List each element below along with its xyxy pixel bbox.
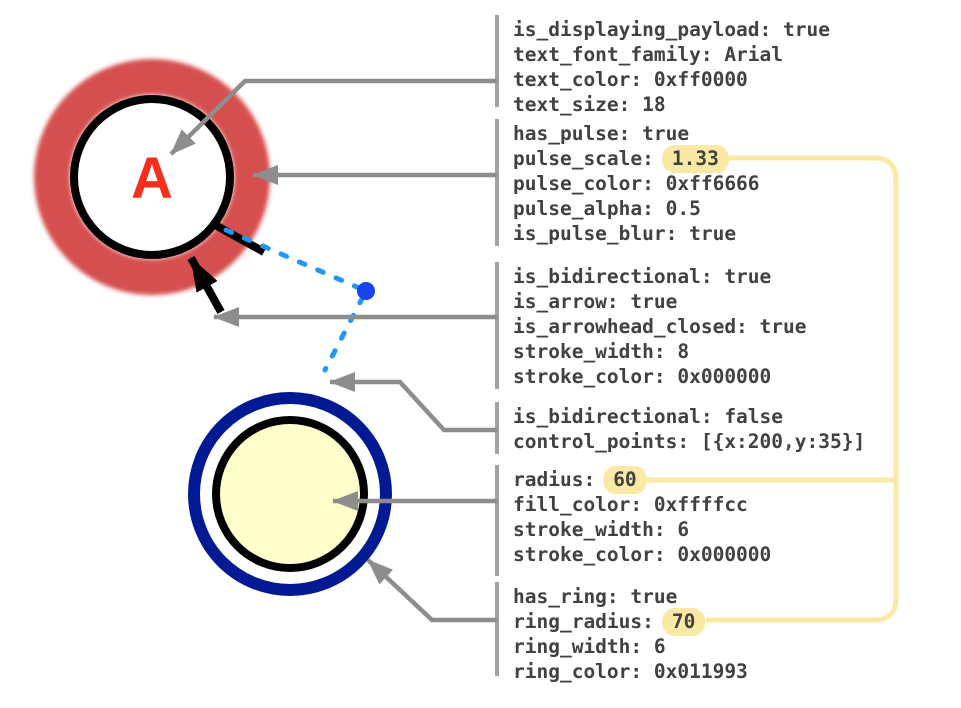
property-line: text_font_family: Arial (513, 43, 784, 66)
property-line: stroke_width: 6 (513, 518, 690, 541)
callout-bar-5 (495, 465, 499, 576)
node-b-circle (212, 416, 368, 572)
highlight-pill-radius: 60 (603, 465, 647, 494)
property-line: stroke_color: 0x000000 (513, 543, 772, 566)
node-a-label: A (131, 146, 173, 211)
highlight-pill-pulse-scale: 1.33 (661, 144, 729, 173)
property-line: text_color: 0xff0000 (513, 68, 748, 91)
property-line: pulse_alpha: 0.5 (513, 197, 701, 220)
property-line: ring_width: 6 (513, 635, 666, 658)
property-line: fill_color: 0xffffcc (513, 493, 748, 516)
property-line: has_pulse: true (513, 122, 690, 145)
callout-control-props: is_bidirectional: false control_points: … (513, 404, 865, 454)
callout-edge-props: is_bidirectional: true is_arrow: true is… (513, 264, 807, 389)
property-line: has_ring: true (513, 585, 678, 608)
property-key: ring_radius: (513, 610, 654, 633)
property-line: radius: 60 (513, 465, 771, 494)
callout-ring-props: has_ring: true ring_radius: 70 ring_widt… (513, 584, 748, 684)
property-line: pulse_color: 0xff6666 (513, 172, 760, 195)
callout-bar-3 (495, 262, 499, 389)
callout-pulse-props: has_pulse: true pulse_scale: 1.33 pulse_… (513, 121, 760, 246)
callout-bar-6 (495, 582, 499, 676)
edge-arrowhead-line (187, 256, 225, 314)
property-line: ring_color: 0x011993 (513, 660, 748, 683)
callout-bar-1 (495, 15, 499, 107)
property-key: pulse_scale: (513, 147, 654, 170)
leader-ring-props (366, 558, 497, 623)
control-polyline (223, 227, 370, 373)
control-point-dot (357, 282, 375, 300)
property-line: stroke_width: 8 (513, 340, 690, 363)
property-line: ring_radius: 70 (513, 607, 748, 636)
callout-node-props: radius: 60 fill_color: 0xffffcc stroke_w… (513, 465, 772, 567)
highlight-pill-ring-radius: 70 (661, 607, 706, 636)
property-key: radius: (513, 468, 596, 491)
property-line: stroke_color: 0x000000 (513, 365, 772, 388)
callout-text-props: is_displaying_payload: true text_font_fa… (513, 17, 830, 117)
property-line: is_bidirectional: true (513, 265, 772, 288)
leader-text-props (169, 78, 497, 156)
property-line: is_arrow: true (513, 290, 678, 313)
property-line: control_points: [{x:200,y:35}] (513, 430, 866, 453)
property-line: pulse_scale: 1.33 (513, 144, 760, 173)
node-b-ring (188, 392, 392, 596)
property-line: is_bidirectional: false (513, 405, 784, 428)
property-line: is_pulse_blur: true (513, 222, 737, 245)
property-line: is_displaying_payload: true (513, 18, 830, 41)
highlight-bracket (706, 155, 899, 623)
property-line: is_arrowhead_closed: true (513, 315, 807, 338)
leader-control-props (329, 372, 497, 433)
property-line: text_size: 18 (513, 93, 666, 116)
callout-bar-2 (495, 119, 499, 246)
